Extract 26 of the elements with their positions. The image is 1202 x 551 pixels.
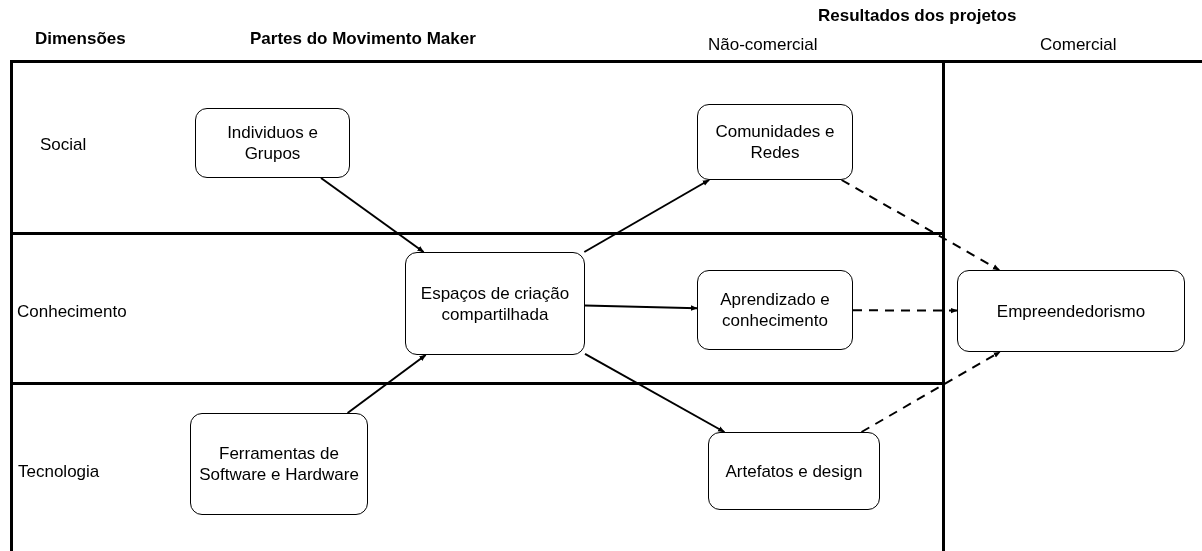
arrow: [584, 304, 698, 311]
process-box: Individuos e Grupos: [195, 108, 350, 178]
arrow: [583, 179, 711, 253]
process-box: Ferramentas de Software e Hardware: [190, 413, 368, 515]
arrow: [584, 352, 726, 433]
dimension-band: [10, 60, 945, 235]
arrow: [840, 179, 1001, 271]
arrow: [320, 177, 425, 253]
process-box: Empreendedorismo: [957, 270, 1185, 352]
column-subheading: Comercial: [1040, 35, 1117, 55]
dimension-band: [10, 232, 945, 385]
column-heading: Dimensões: [35, 29, 126, 49]
column-heading: Partes do Movimento Maker: [250, 29, 476, 49]
band-title: Tecnologia: [18, 462, 100, 482]
process-box: Comunidades e Redes: [697, 104, 853, 180]
arrow: [860, 351, 1001, 433]
column-heading: Resultados dos projetos: [818, 6, 1017, 26]
process-box: Espaços de criação compartilhada: [405, 252, 585, 355]
arrow: [852, 307, 958, 314]
dimension-band: [10, 382, 945, 551]
band-title: Conhecimento: [17, 302, 127, 322]
process-box: Aprendizado e conhecimento: [697, 270, 853, 350]
process-box: Artefatos e design: [708, 432, 880, 510]
arrow: [346, 354, 427, 414]
column-subheading: Não-comercial: [708, 35, 818, 55]
band-title: Social: [40, 135, 87, 155]
